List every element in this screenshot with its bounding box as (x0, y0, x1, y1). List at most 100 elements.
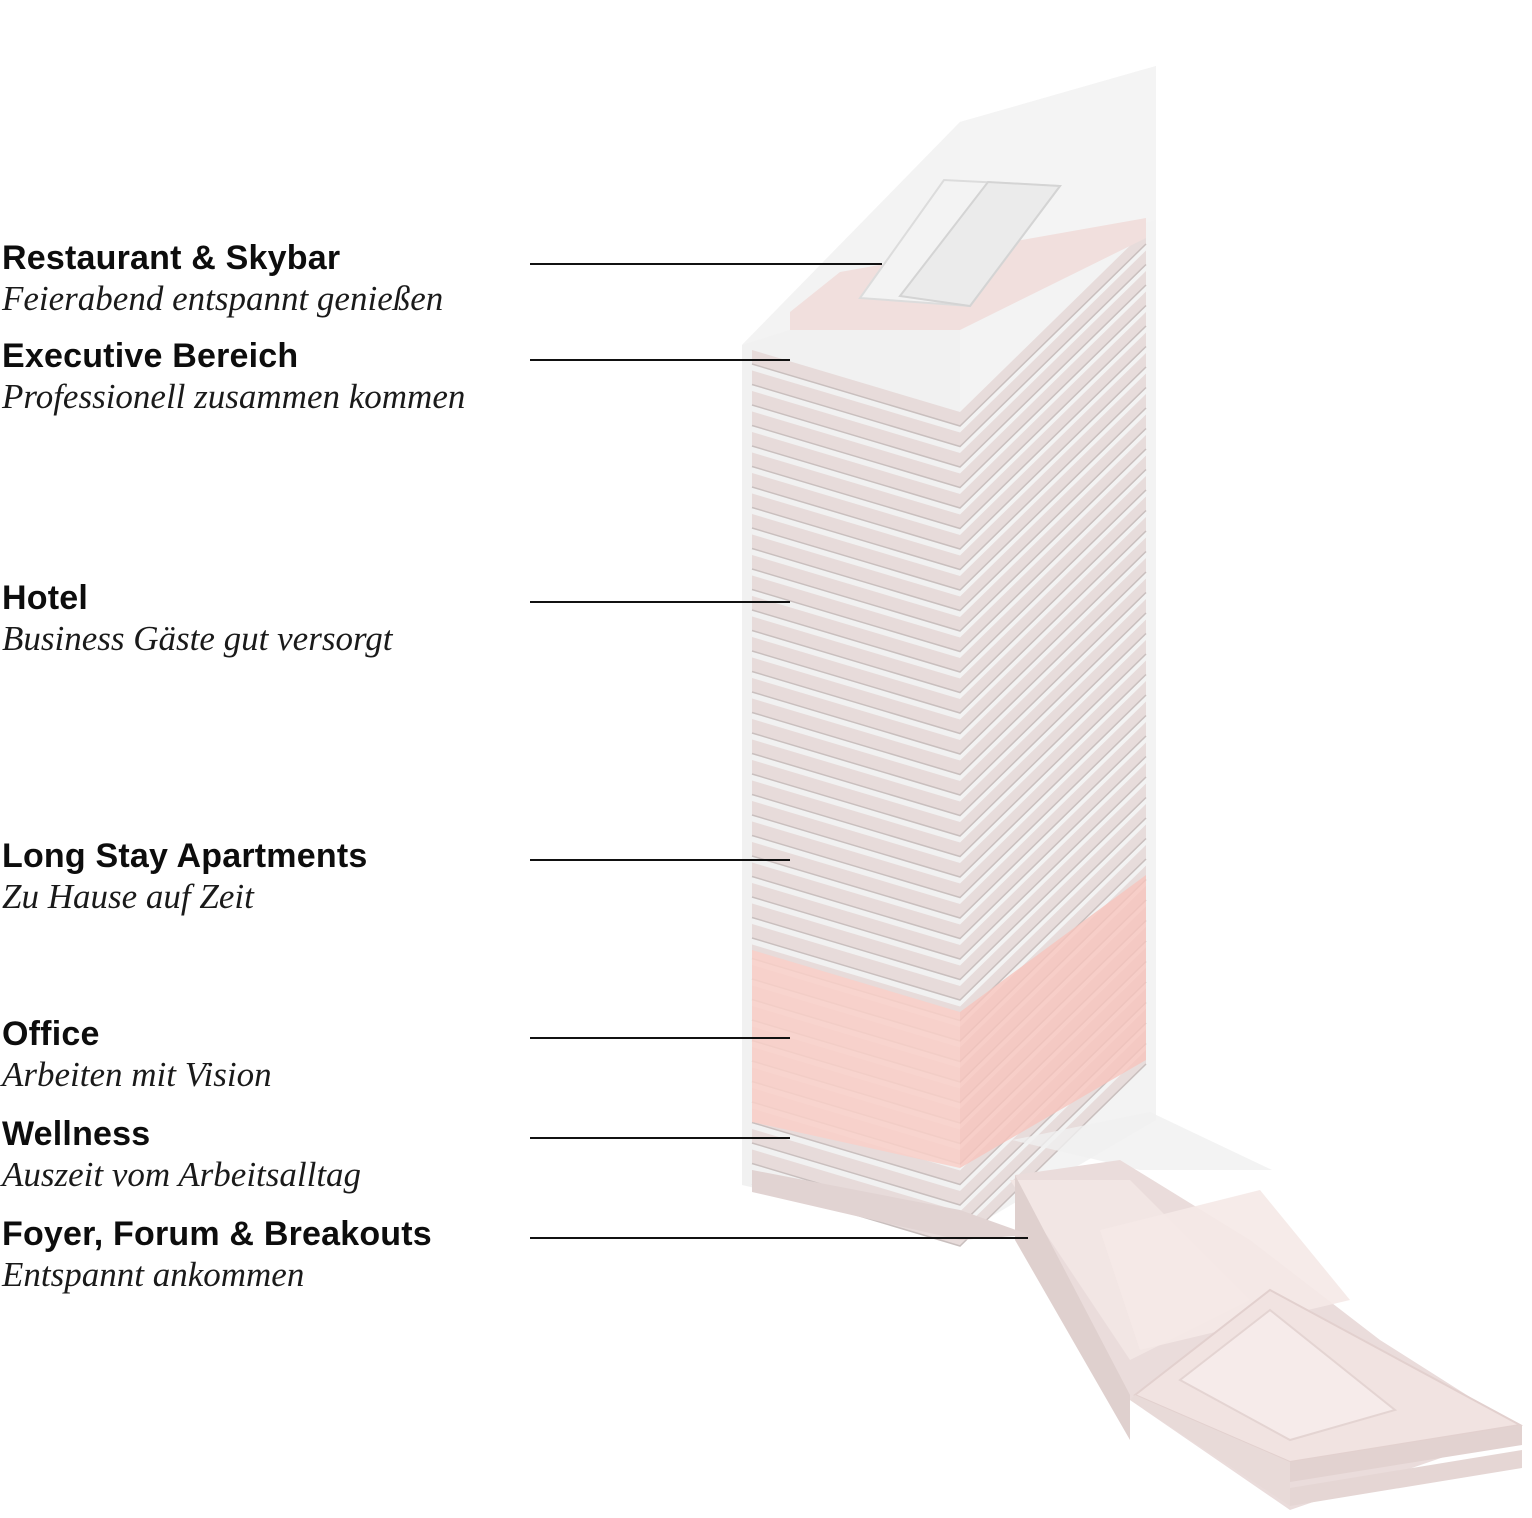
floor-slab-front (752, 391, 960, 467)
floor-slab-front (752, 432, 960, 508)
floor-slab-front (752, 350, 960, 426)
floor-slab-side (960, 824, 1146, 1021)
label-office: Office Arbeiten mit Vision (2, 1014, 272, 1096)
floor-slab-front (752, 473, 960, 549)
floor-slab-edge (751, 796, 1147, 981)
floor-slab-edge (751, 386, 1147, 571)
floor-slab-side (960, 619, 1146, 816)
floor-slab-side (960, 804, 1146, 1000)
floor-slab-front (752, 719, 960, 795)
floor-slab-front (752, 370, 960, 447)
floor-slab-front (752, 1129, 960, 1205)
floor-slab-side (960, 332, 1146, 529)
floor-slab-side (960, 763, 1146, 959)
floor-slab-edge (751, 448, 1147, 632)
floor-slab-side (960, 558, 1146, 754)
label-title: Office (2, 1015, 100, 1053)
floor-slab-side (960, 250, 1146, 447)
floor-slab-edge (751, 591, 1147, 776)
floor-slab-side (960, 291, 1146, 488)
floor-slab-front (752, 842, 960, 918)
floor-slab-front (752, 411, 960, 488)
floor-slab-edge (751, 243, 1147, 427)
floor-slab-front (752, 555, 960, 631)
label-title: Foyer, Forum & Breakouts (2, 1215, 432, 1253)
floor-slab-edge (751, 427, 1147, 612)
label-subtitle: Auszeit vom Arbeitsalltag (2, 1155, 362, 1194)
label-title: Hotel (2, 579, 88, 617)
leader-line-foyer (530, 1237, 1028, 1239)
floor-slab-front (752, 616, 960, 693)
floor-slab-side (960, 578, 1146, 775)
floor-slab-front (752, 801, 960, 877)
floor-slab-edge (751, 530, 1147, 714)
floor-slab-side (960, 230, 1146, 426)
floor-slab-edge (751, 653, 1147, 837)
floor-slab-edge (751, 325, 1147, 509)
floor-slab-side (960, 455, 1146, 652)
label-restaurant: Restaurant & Skybar Feierabend entspannt… (2, 238, 443, 320)
floor-slab-front (752, 575, 960, 652)
label-title: Wellness (2, 1115, 151, 1153)
label-subtitle: Professionell zusammen kommen (2, 377, 466, 416)
floor-slab-edge (751, 755, 1147, 940)
label-longstay: Long Stay Apartments Zu Hause auf Zeit (2, 836, 367, 918)
label-executive: Executive Bereich Professionell zusammen… (2, 336, 465, 418)
leader-line-restaurant (530, 263, 882, 265)
floor-slab-side (960, 701, 1146, 898)
floor-slab-front (752, 760, 960, 836)
floor-slab-side (960, 394, 1146, 590)
floor-slab-edge (751, 776, 1147, 960)
floor-slab-front (752, 514, 960, 590)
floor-slab-edge (751, 489, 1147, 673)
label-title: Executive Bereich (2, 337, 299, 375)
floor-slab-side (960, 353, 1146, 549)
floor-slab-side (960, 742, 1146, 939)
floor-slab-edge (751, 366, 1147, 550)
floor-slab-side (960, 414, 1146, 611)
office-highlight-side (960, 875, 1146, 1168)
label-subtitle: Entspannt ankommen (2, 1255, 305, 1294)
floor-slab-side (960, 537, 1146, 734)
floor-slab-edge (751, 345, 1147, 530)
floor-slab-front (752, 821, 960, 898)
podium-foyer (1010, 1112, 1524, 1510)
floor-slab-front (752, 739, 960, 816)
label-hotel: Hotel Business Gäste gut versorgt (2, 578, 393, 660)
floor-slab-edge (751, 468, 1147, 653)
floor-slab-front (752, 534, 960, 611)
leader-line-office (530, 1037, 790, 1039)
leader-line-executive (530, 359, 790, 361)
floor-slab-edge (751, 714, 1147, 899)
rooftop-pavilion-inner (898, 180, 1062, 308)
leader-line-longstay (530, 859, 790, 861)
floor-slab-side (960, 496, 1146, 693)
floor-slab-side (960, 640, 1146, 836)
label-title: Long Stay Apartments (2, 837, 368, 875)
floor-slab-side (960, 660, 1146, 857)
floor-slab-front (752, 657, 960, 734)
label-subtitle: Business Gäste gut versorgt (2, 619, 393, 658)
floor-slab-edge (751, 632, 1147, 817)
floor-slab-front (752, 493, 960, 570)
floor-slab-front (752, 780, 960, 857)
floor-slab-side (960, 681, 1146, 877)
floor-slab-edge (751, 263, 1147, 448)
floor-slab-front (752, 903, 960, 980)
floor-slab-front (752, 924, 960, 1000)
floor-slab-edge (751, 694, 1147, 878)
floor-slab-side (960, 476, 1146, 672)
floor-slab-side (960, 435, 1146, 631)
floor-slab-front (752, 862, 960, 939)
floor-slab-side (960, 517, 1146, 713)
office-highlight-front (752, 950, 960, 1168)
floor-slab-front (752, 596, 960, 672)
floor-slab-side (960, 783, 1146, 980)
leader-line-wellness (530, 1137, 790, 1139)
floor-slab-edge (751, 612, 1147, 796)
floor-slab-edge (751, 304, 1147, 489)
floor-slab-front (752, 678, 960, 754)
label-subtitle: Feierabend entspannt genießen (2, 279, 444, 318)
